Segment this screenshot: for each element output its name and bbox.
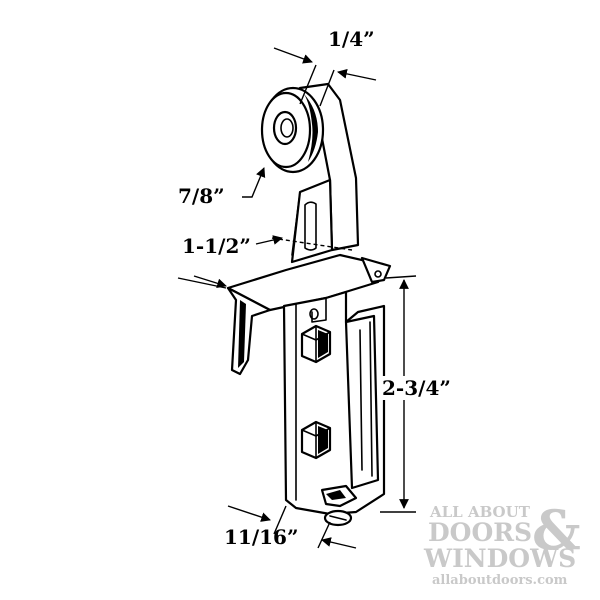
logo-line3: WINDOWS (423, 544, 576, 573)
logo-url: allaboutdoors.com (432, 573, 568, 588)
logo-line1: ALL ABOUT (429, 503, 531, 521)
adjustment-label: 1-1/2” (182, 234, 251, 258)
upper-arm (298, 82, 360, 252)
dimension-height: 2-3/4” (380, 275, 451, 513)
dimension-pin-diameter: 1/4” (273, 27, 377, 107)
body-hole (309, 308, 319, 320)
logo-line2: DOORS (428, 518, 532, 547)
pin-diameter-label: 1/4” (328, 27, 375, 51)
dimension-wheel-diameter: 7/8” (178, 167, 266, 208)
bottom-pivot (320, 484, 358, 527)
wheel-diameter-label: 7/8” (178, 184, 225, 208)
width-label: 11/16” (224, 525, 298, 549)
logo-ampersand: & (532, 498, 581, 562)
roller-wheel (260, 86, 325, 174)
roller-bracket-drawing (226, 82, 392, 527)
arm-slot (304, 201, 317, 251)
dimension-width: 11/16” (224, 505, 357, 549)
hex-nut-lower (300, 420, 332, 460)
height-label: 2-3/4” (382, 376, 451, 400)
watermark-logo: ALL ABOUT DOORS & WINDOWS allaboutdoors.… (423, 498, 581, 588)
top-tab (360, 256, 392, 284)
hex-nut-upper (300, 324, 332, 364)
dimension-adjustment: 1-1/2” (177, 234, 353, 289)
